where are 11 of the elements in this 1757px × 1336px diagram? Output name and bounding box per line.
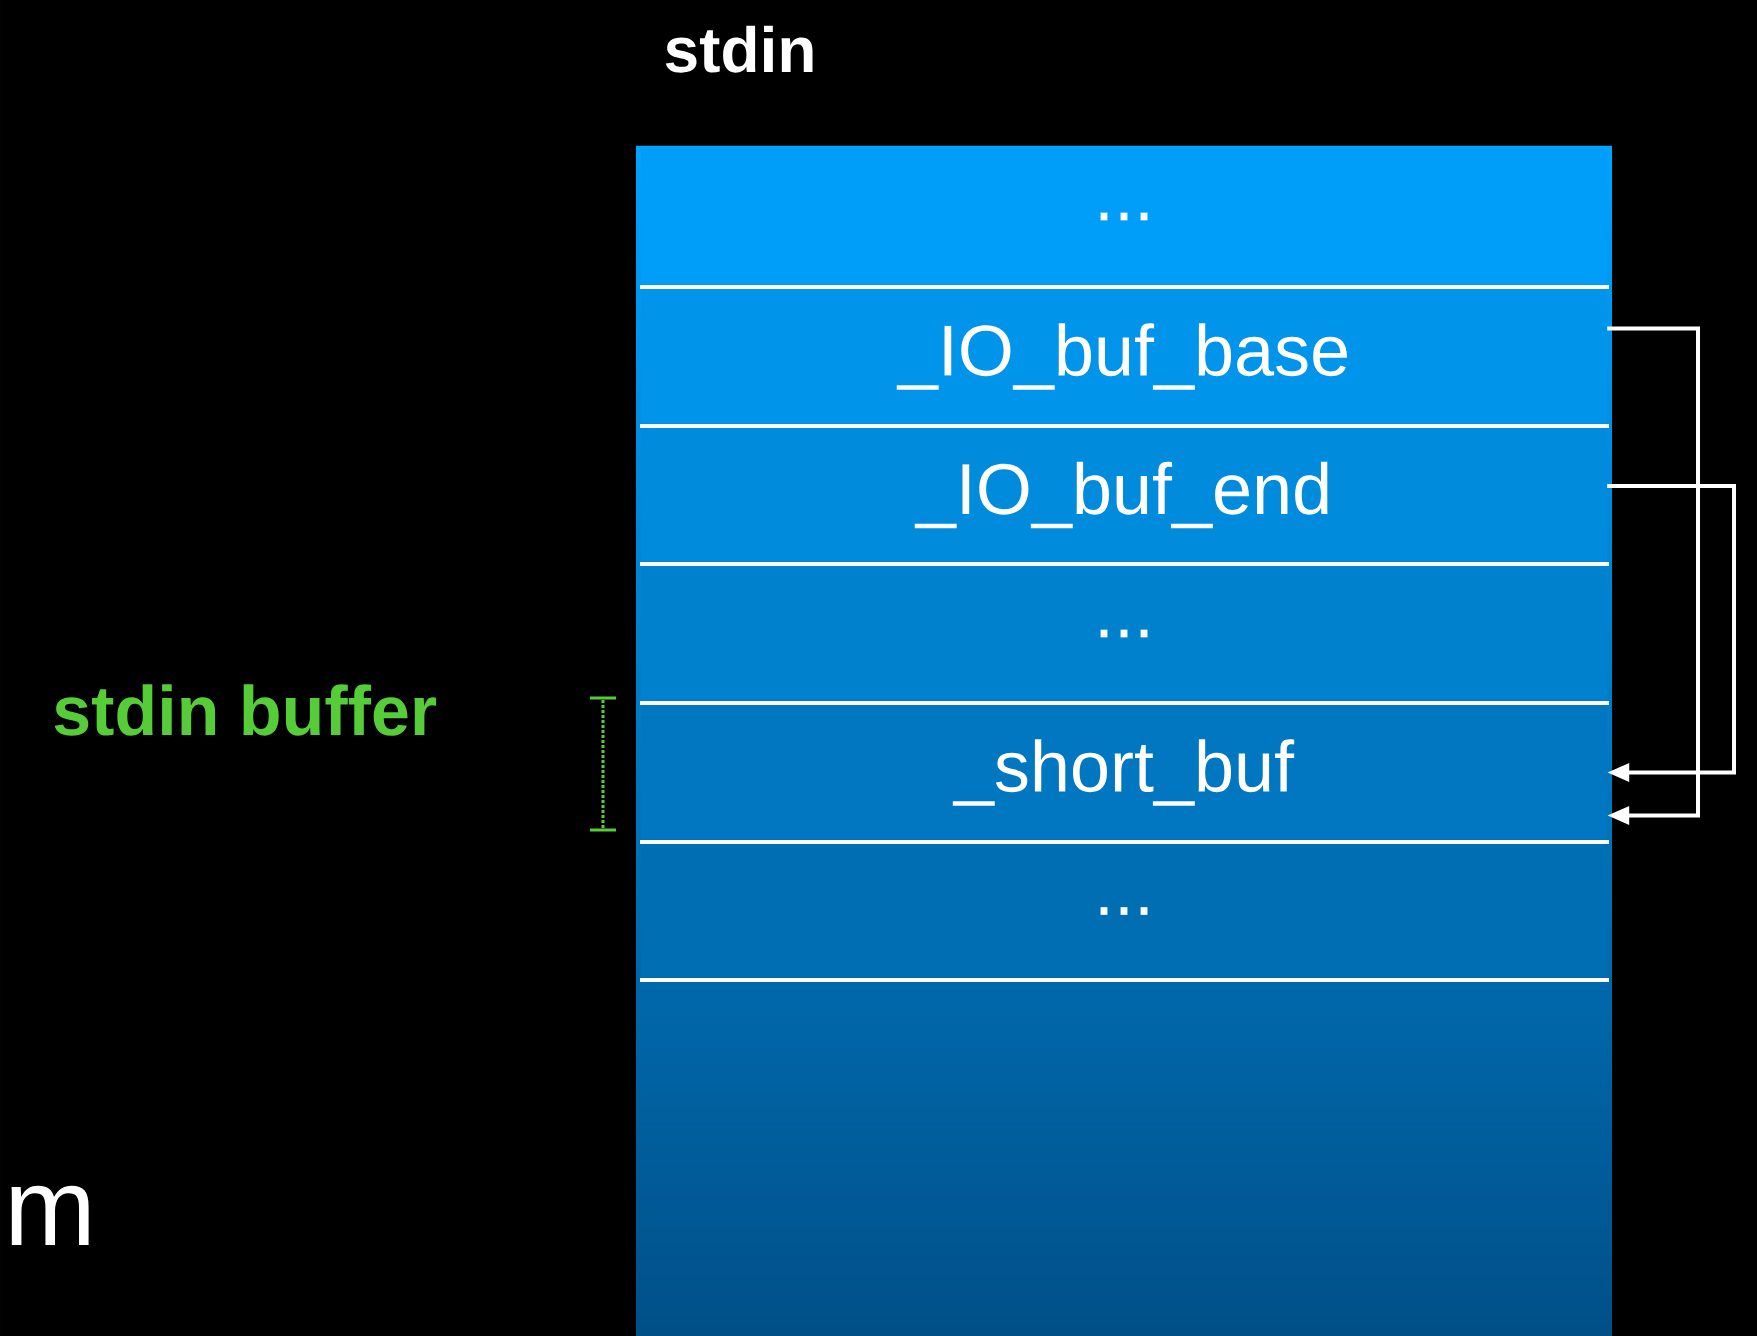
node-label: _IO_buf_base [896,323,1347,390]
arrow [1607,484,1736,783]
node-label: ... [1100,212,1148,221]
label: m [11,1185,89,1245]
arrow [1607,326,1700,826]
node-label: _IO_buf_end [914,461,1328,529]
node-label: _short_buf [952,739,1295,806]
node-label: stdin [665,25,813,73]
label: stdin buffer [54,684,437,736]
node-label: ... [1100,907,1148,915]
node-label: ... [1100,629,1148,638]
